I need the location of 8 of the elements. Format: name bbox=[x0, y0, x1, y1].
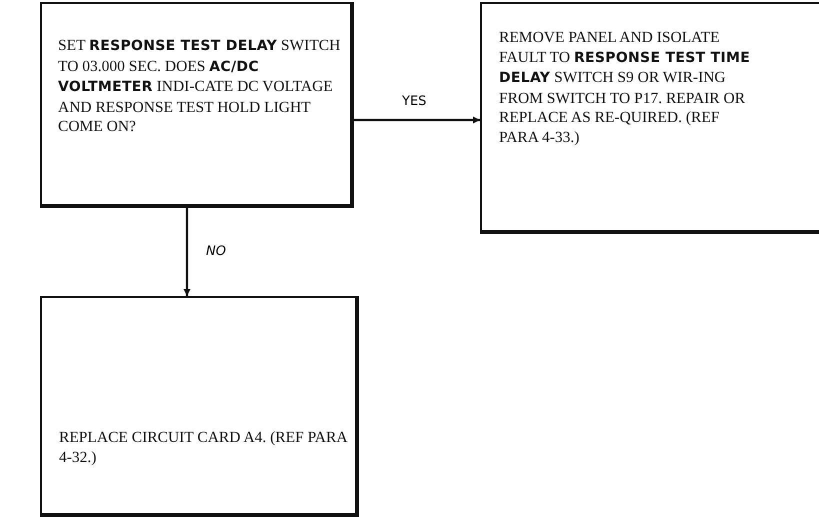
process-box bbox=[480, 2, 819, 234]
process-box bbox=[40, 2, 354, 208]
instruction-text: REPLACE CIRCUIT CARD A4. (REF PARA 4-32.) bbox=[59, 428, 348, 467]
instruction-text: SET RESPONSE TEST DELAY SWITCH TO 03.000 SEC. DOES AC/DC VOLTMETER INDI-CATE DC VOLTAGE AND RESPONSE TEST HOLD LIGHT COME ON? bbox=[58, 36, 342, 136]
instruction-text: REMOVE PANEL AND ISOLATE FAULT TO RESPONSE TEST TIME DELAY SWITCH S9 OR WIR-ING FROM SWITCH TO P17. REPAIR OR REPLACE AS RE-QUIRED. (REF PARA 4-33.) bbox=[499, 28, 752, 147]
arrow bbox=[354, 116, 480, 124]
process-box bbox=[40, 296, 359, 517]
arrow bbox=[184, 208, 190, 296]
